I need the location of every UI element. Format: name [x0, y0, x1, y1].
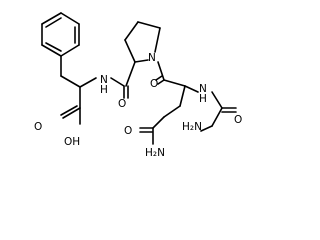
amide-o-pro-label: O — [118, 98, 126, 110]
side-chain-nh2-label: H₂N — [145, 147, 165, 159]
proline-carbonyl — [123, 61, 136, 99]
phenylalanine-backbone — [60, 55, 125, 125]
acid-o-label: O — [34, 121, 42, 133]
chemical-structure: N H O N O N H O H₂N O H₂N O OH — [34, 12, 242, 159]
amide-o-gly-label: O — [234, 114, 242, 126]
pyrrolidine-ring — [124, 21, 161, 63]
amine-gly-label: H₂N — [182, 121, 202, 133]
amide-nh-phe-label: N — [100, 74, 108, 86]
amide-nh-gly-h-label: H — [199, 93, 207, 105]
ring-n-pro-label: N — [148, 52, 156, 64]
phenyl-ring — [41, 12, 80, 57]
amide-nh-gly-label: N — [199, 83, 207, 95]
carbonyl-o-gln-label: O — [150, 78, 158, 90]
atom-labels: N H O N O N H O H₂N O H₂N O OH — [34, 52, 242, 159]
glycine-residue — [200, 91, 237, 132]
glutamine-backbone — [139, 61, 199, 145]
acid-oh-label: OH — [64, 136, 80, 148]
amide-nh-phe-h-label: H — [100, 84, 108, 96]
side-chain-o-label: O — [124, 125, 132, 137]
